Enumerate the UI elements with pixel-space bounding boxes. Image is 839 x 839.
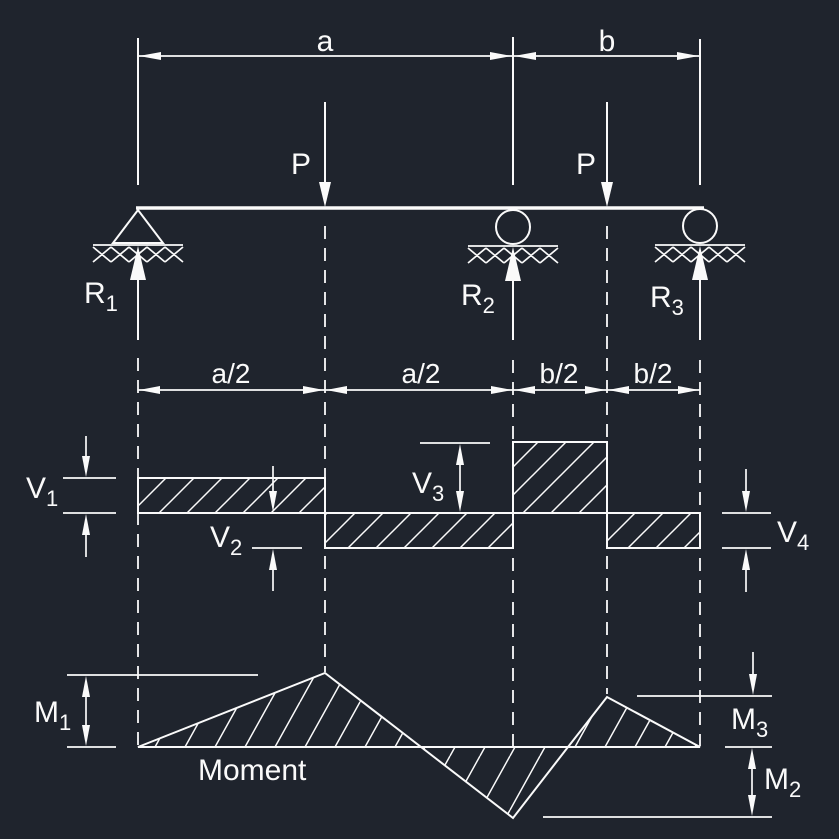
roller-circle-icon [495,209,531,245]
dim-arrow-icon [82,456,90,477]
dim-label-b: b [599,25,616,58]
dim-arrow-icon [608,386,629,394]
dim-arrow-icon [139,52,161,60]
roller-support-mid [467,209,559,264]
dim-arrow-icon [749,674,757,695]
shear-dim-v4: V4 [722,469,809,592]
dim-arrow-icon [456,444,464,465]
moment-region-positive-2 [565,695,701,748]
dim-arrow-icon [269,549,277,570]
moment-title: Moment [198,754,307,787]
moment-label-m3: M3 [731,703,768,742]
moment-dim-m1: M1 [34,674,258,748]
dim-arrow-icon [514,52,536,60]
shear-label-v4: V4 [777,516,809,555]
shear-segment-1 [137,477,326,514]
shear-label-v1: V1 [26,472,58,511]
moment-dim-m2: M2 [543,748,801,818]
shear-segment-4 [606,512,701,549]
shear-label-v3: V3 [412,467,444,506]
pin-support-left [92,208,184,263]
pin-triangle-icon [110,208,166,244]
dim-arrow-icon [269,491,277,512]
dim-label-b2-right: b/2 [634,358,673,389]
dim-arrow-icon [742,549,750,570]
moment-label-m1: M1 [34,696,71,735]
dim-label-a2-right: a/2 [402,358,441,389]
load-p2: P [576,102,613,207]
dim-arrow-icon [514,386,535,394]
roller-circle-icon [682,208,718,244]
shear-dim-v1: V1 [26,436,116,557]
shear-diagram: V1 V2 V3 V4 [26,436,809,592]
dim-arrow-icon [326,386,347,394]
reaction-label-r3: R3 [650,281,684,320]
shear-dim-v2: V2 [210,466,302,591]
dim-label-b2-left: b/2 [540,358,579,389]
reaction-r1: R1 [84,246,146,340]
reaction-r2: R2 [461,247,521,340]
shear-label-v2: V2 [210,521,242,560]
dim-arrow-icon [742,491,750,512]
load-label-p2: P [576,148,596,181]
reaction-r3: R3 [650,246,708,340]
shear-segment-2 [324,512,514,549]
dim-arrow-icon [678,386,699,394]
moment-region-positive-1 [137,671,424,748]
dim-arrow-icon [490,52,512,60]
construction-lines [137,226,701,747]
load-label-p1: P [291,148,311,181]
dim-arrow-icon [139,386,160,394]
dim-arrow-icon [303,386,324,394]
shear-segment-3 [512,441,608,514]
half-span-dimension: a/2 a/2 b/2 b/2 [138,358,700,394]
moment-region-negative [418,746,571,820]
dim-arrow-icon [585,386,606,394]
dim-arrow-icon [677,52,699,60]
moment-label-m2: M2 [764,763,801,802]
shear-dim-v3: V3 [412,442,490,512]
dim-arrow-icon [748,748,756,769]
dim-arrow-icon [82,676,90,697]
reaction-label-r1: R1 [84,277,118,316]
load-arrow-icon [319,182,331,207]
reaction-arrow-icon [130,246,146,280]
top-dimension: a b [137,25,701,185]
dim-arrow-icon [82,725,90,746]
dim-label-a2-left: a/2 [212,358,251,389]
dim-arrow-icon [456,491,464,512]
dim-label-a: a [317,25,334,58]
reaction-arrow-icon [692,246,708,280]
dim-arrow-icon [82,514,90,535]
moment-diagram: M1 M3 M2 Moment [34,652,801,820]
load-p1: P [291,102,331,207]
reaction-arrow-icon [505,247,521,281]
dim-arrow-icon [748,795,756,816]
dim-arrow-icon [491,386,512,394]
moment-dim-m3: M3 [637,652,772,748]
load-arrow-icon [601,182,613,207]
reaction-label-r2: R2 [461,279,495,318]
roller-support-right [654,208,746,263]
